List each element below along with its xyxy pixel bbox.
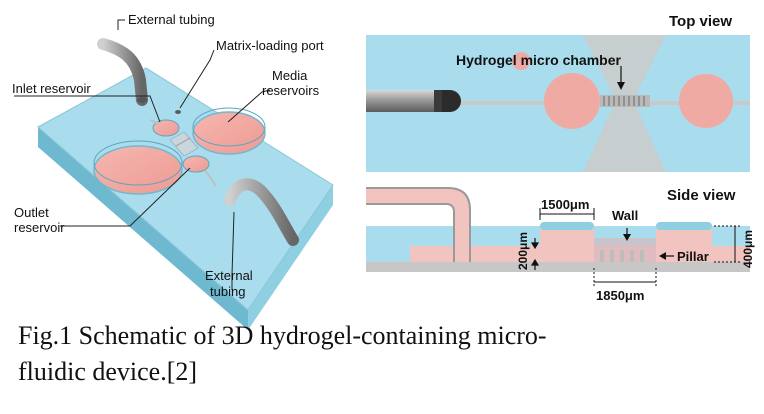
top-view-chamber-label: Hydrogel micro chamber — [456, 52, 621, 68]
label-inlet-reservoir: Inlet reservoir — [12, 81, 91, 96]
label-matrix-loading-port: Matrix-loading port — [216, 38, 324, 53]
isometric-device — [37, 38, 334, 330]
label-media-reservoirs-2: reservoirs — [262, 83, 320, 98]
side-view-title: Side view — [667, 187, 736, 204]
external-tubing-top — [97, 38, 148, 106]
top-view-title: Top view — [669, 13, 732, 30]
label-external-tubing-bottom-2: tubing — [210, 284, 245, 299]
top-view-reservoir-right — [679, 74, 733, 128]
side-view-pillar-label: Pillar — [677, 249, 709, 264]
chip-side-left — [38, 127, 248, 330]
label-external-tubing-bottom-1: External — [205, 268, 253, 283]
side-view-pillars — [600, 250, 644, 262]
side-view-dim-1500: 1500μm — [541, 197, 589, 212]
side-view-chip-left — [366, 226, 594, 246]
left-leader-lines — [14, 19, 271, 290]
media-reservoir-left — [93, 145, 183, 195]
external-tubing-bottom — [224, 178, 299, 246]
top-view — [366, 35, 750, 172]
matrix-loading-port — [175, 110, 181, 114]
figure-caption: Fig.1 Schematic of 3D hydrogel-containin… — [18, 318, 748, 390]
caption-line-1: Fig.1 Schematic of 3D hydrogel-containin… — [18, 321, 547, 350]
label-media-reservoirs-1: Media — [272, 68, 308, 83]
top-view-tube — [366, 90, 450, 112]
chip-top — [37, 67, 334, 311]
top-view-chamber-dot — [512, 52, 530, 70]
side-view-dim-400: 400μm — [741, 230, 755, 268]
side-view-tube — [366, 188, 470, 262]
outlet-reservoir — [182, 155, 210, 173]
side-view-base — [366, 262, 750, 272]
label-outlet-reservoir-2: reservoir — [14, 220, 65, 235]
media-reservoir-right — [192, 111, 266, 155]
side-view — [366, 187, 750, 288]
side-view-dim-200: 200μm — [516, 232, 530, 270]
label-outlet-reservoir-1: Outlet — [14, 205, 49, 220]
caption-line-2: fluidic device.[2] — [18, 357, 198, 386]
side-view-wall-label: Wall — [612, 208, 638, 223]
center-channel — [169, 131, 199, 157]
label-external-tubing-top: External tubing — [128, 12, 215, 27]
top-view-reservoir-left — [544, 73, 600, 129]
side-view-dim-1850: 1850μm — [596, 288, 644, 303]
chip-side-right — [248, 185, 333, 330]
side-view-chip-right — [712, 226, 750, 246]
